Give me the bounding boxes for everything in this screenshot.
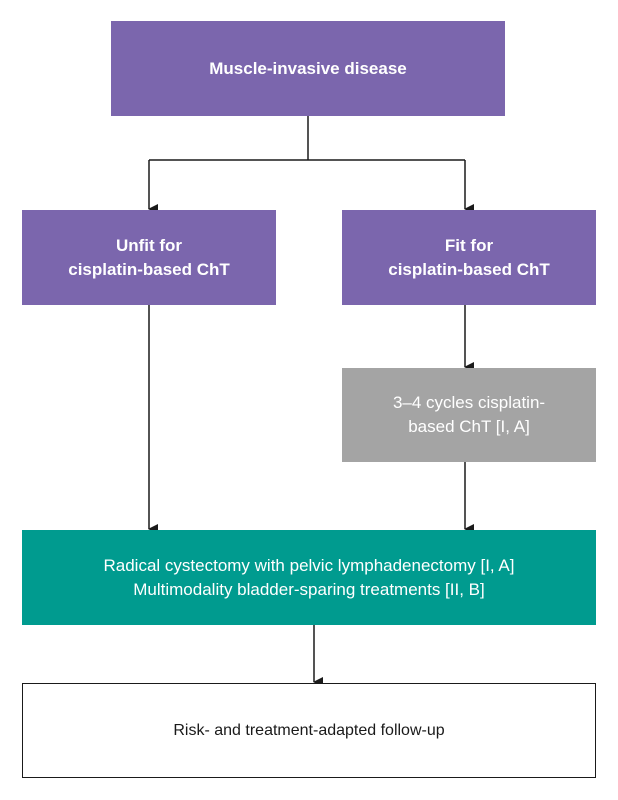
follow-up-box: Risk- and treatment-adapted follow-up xyxy=(22,683,596,778)
unfit-cisplatin-box: Unfit for cisplatin-based ChT xyxy=(22,210,276,305)
muscle-invasive-disease-box: Muscle-invasive disease xyxy=(111,21,505,116)
fit-cisplatin-box: Fit for cisplatin-based ChT xyxy=(342,210,596,305)
unfit-label-line1: Unfit for xyxy=(115,235,183,255)
cycles-label-line1: 3–4 cycles cisplatin- xyxy=(392,393,546,412)
radical-label-line1: Radical cystectomy with pelvic lymphaden… xyxy=(103,555,515,575)
cisplatin-cycles-box: 3–4 cycles cisplatin- based ChT [I, A] xyxy=(342,368,596,462)
cycles-label-line2: based ChT [I, A] xyxy=(408,417,530,436)
unfit-label-line2: cisplatin-based ChT xyxy=(68,259,230,279)
radical-cystectomy-box: Radical cystectomy with pelvic lymphaden… xyxy=(22,530,596,625)
radical-label-line2: Multimodality bladder-sparing treatments… xyxy=(133,579,485,599)
fit-label-line1: Fit for xyxy=(444,235,494,255)
fit-label-line2: cisplatin-based ChT xyxy=(388,259,550,279)
follow-up-label: Risk- and treatment-adapted follow-up xyxy=(173,721,445,739)
muscle-invasive-disease-label: Muscle-invasive disease xyxy=(209,58,407,78)
